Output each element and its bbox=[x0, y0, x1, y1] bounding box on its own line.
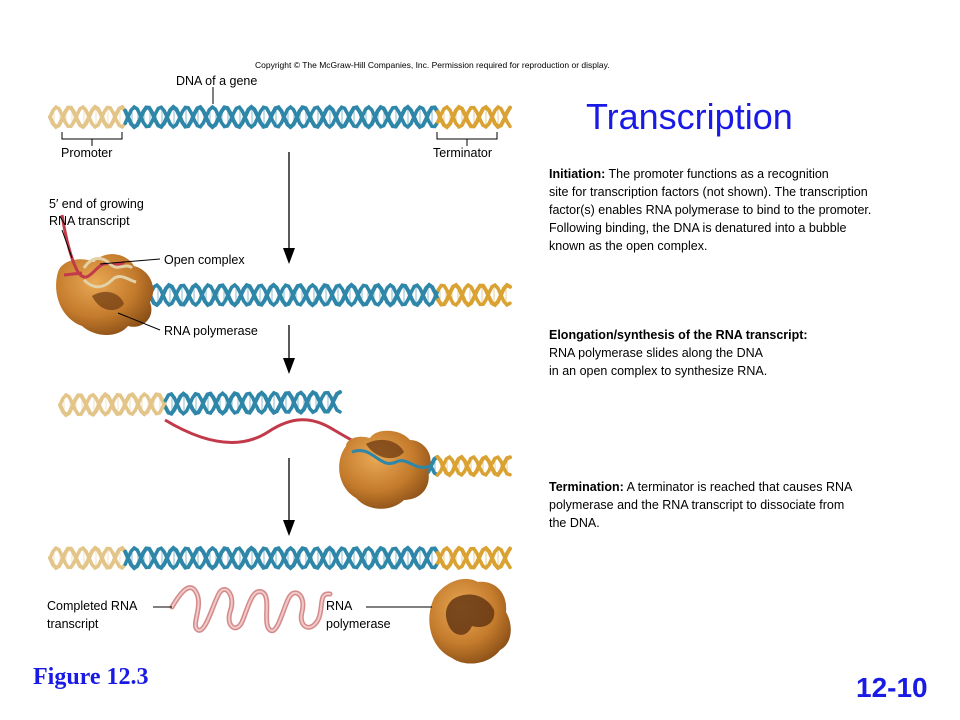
page-title: Transcription bbox=[586, 96, 793, 137]
step-arrow-1 bbox=[283, 152, 295, 264]
elongation-line1: RNA polymerase slides along the DNA bbox=[549, 346, 763, 360]
open-complex-pointer bbox=[99, 258, 161, 265]
rna-polymerase-pointer bbox=[117, 312, 161, 331]
initiation-line5: known as the open complex. bbox=[549, 239, 708, 253]
elongation-description: Elongation/synthesis of the RNA transcri… bbox=[549, 326, 808, 380]
dna-helix-after-termination bbox=[48, 545, 512, 571]
termination-line3: the DNA. bbox=[549, 516, 600, 530]
terminator-bracket bbox=[436, 132, 498, 140]
termination-heading: Termination: bbox=[549, 480, 624, 494]
released-polymerase-label-line1: RNA bbox=[326, 599, 353, 613]
step-arrow-3 bbox=[283, 458, 295, 536]
copyright-notice: Copyright © The McGraw-Hill Companies, I… bbox=[255, 60, 610, 70]
dna-helix-elongation bbox=[58, 389, 512, 478]
figure-label: Figure 12.3 bbox=[33, 664, 149, 690]
dna-helix-open-complex bbox=[122, 282, 512, 308]
rna-polymerase-released bbox=[429, 578, 511, 664]
initiation-line4: Following binding, the DNA is denatured … bbox=[549, 221, 847, 235]
slide-number: 12-10 bbox=[856, 672, 928, 703]
promoter-label: Promoter bbox=[61, 146, 113, 160]
termination-line2: polymerase and the RNA transcript to dis… bbox=[549, 498, 845, 512]
dna-gene-label: DNA of a gene bbox=[176, 74, 258, 88]
five-prime-pointer bbox=[61, 229, 73, 259]
elongation-heading: Elongation/synthesis of the RNA transcri… bbox=[549, 328, 808, 342]
elongation-line2: in an open complex to synthesize RNA. bbox=[549, 364, 768, 378]
initiation-line1: The promoter functions as a recognition bbox=[605, 167, 829, 181]
termination-description: Termination: A terminator is reached tha… bbox=[549, 478, 852, 532]
five-prime-label-line2: RNA transcript bbox=[49, 214, 130, 228]
rna-polymerase-initiation bbox=[56, 254, 154, 335]
completed-rna-label-line1: Completed RNA bbox=[47, 599, 138, 613]
rna-polymerase-label: RNA polymerase bbox=[164, 324, 258, 338]
termination-line1: A terminator is reached that causes RNA bbox=[623, 480, 853, 494]
terminator-label: Terminator bbox=[433, 146, 493, 160]
rna-polymerase-elongation bbox=[339, 430, 431, 509]
step-arrow-2 bbox=[283, 325, 295, 374]
initiation-line3: factor(s) enables RNA polymerase to bind… bbox=[549, 203, 872, 217]
five-prime-label-line1: 5′ end of growing bbox=[49, 197, 144, 211]
initiation-heading: Initiation: bbox=[549, 167, 606, 181]
initiation-line2: site for transcription factors (not show… bbox=[549, 185, 868, 199]
released-polymerase-label-line2: polymerase bbox=[326, 617, 391, 631]
rna-transcript-elongating bbox=[164, 418, 371, 448]
open-complex-label: Open complex bbox=[164, 253, 245, 267]
dna-helix-gene bbox=[48, 104, 512, 130]
completed-rna-label-line2: transcript bbox=[47, 617, 99, 631]
initiation-description: Initiation: The promoter functions as a … bbox=[549, 165, 871, 255]
promoter-bracket bbox=[61, 132, 123, 140]
